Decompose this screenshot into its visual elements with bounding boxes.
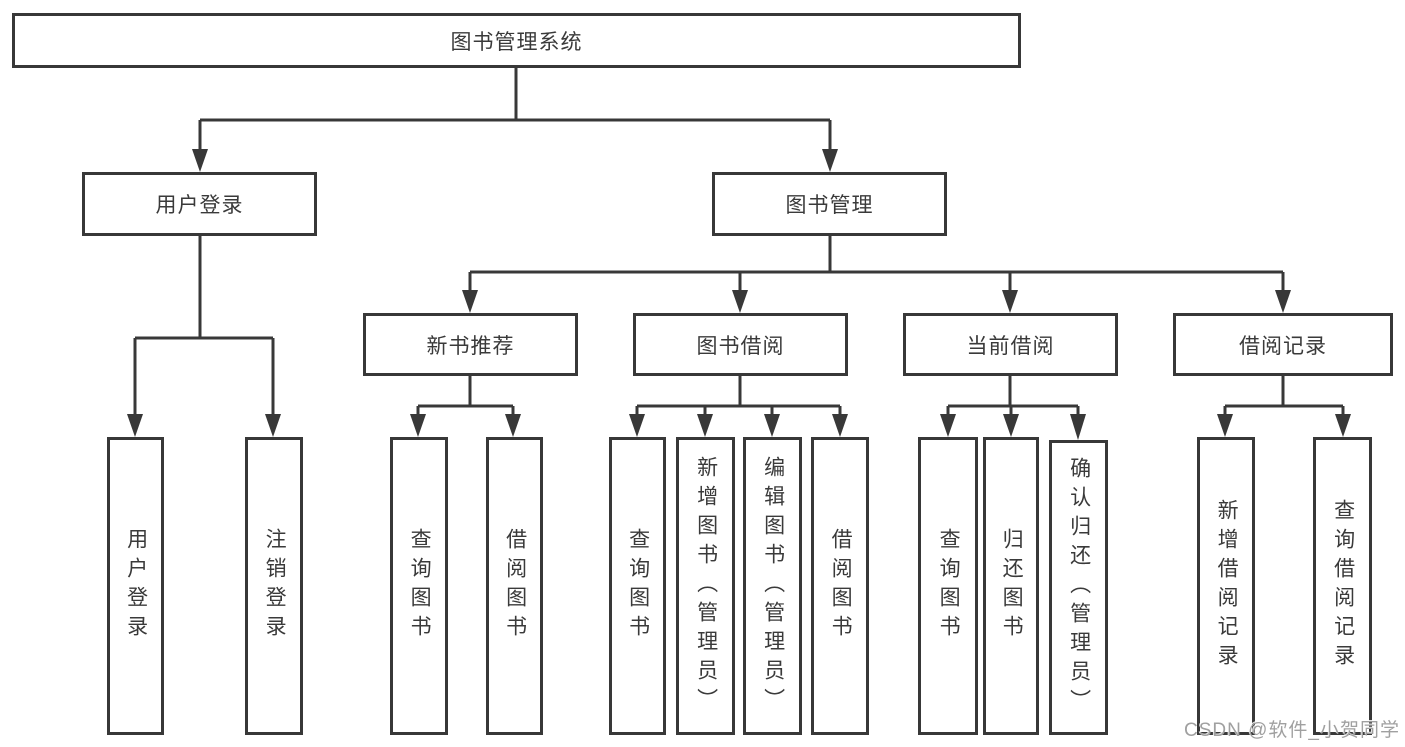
node-new-book-recommend: 新书推荐 [363,313,578,376]
node-user-login-label: 用户登录 [155,194,244,217]
leaf-borrow-query-books: 查询图书 [609,437,666,735]
leaf-recommend-borrow-books: 借阅图书 [486,437,543,735]
leaf-recommend-query-books: 查询图书 [390,437,448,735]
node-borrow-records-label: 借阅记录 [1239,334,1327,358]
leaf-current-query-books-label: 查询图书 [937,528,961,644]
node-borrow-records: 借阅记录 [1173,313,1393,376]
node-book-management-label: 图书管理 [785,194,874,217]
node-book-management: 图书管理 [712,172,947,236]
node-book-borrow: 图书借阅 [633,313,848,376]
leaf-query-borrow-record: 查询借阅记录 [1313,437,1372,735]
leaf-borrow-books: 借阅图书 [811,437,869,735]
node-book-borrow-label: 图书借阅 [696,334,785,358]
leaf-confirm-return-admin-label: 确认归还（管理员） [1067,457,1091,718]
leaf-add-books-admin-label: 新增图书（管理员） [694,455,718,717]
node-current-borrow: 当前借阅 [903,313,1118,376]
leaf-add-borrow-record: 新增借阅记录 [1197,437,1255,735]
leaf-user-login: 用户登录 [107,437,164,735]
leaf-borrow-query-books-label: 查询图书 [626,528,650,644]
leaf-query-borrow-record-label: 查询借阅记录 [1331,499,1355,673]
watermark: CSDN @软件_小贺同学 [1184,720,1400,741]
leaf-edit-books-admin-label: 编辑图书（管理员） [761,455,785,717]
leaf-current-query-books: 查询图书 [918,437,978,735]
node-root: 图书管理系统 [12,13,1021,68]
node-new-book-recommend-label: 新书推荐 [426,334,515,358]
leaf-return-books: 归还图书 [983,437,1039,735]
node-root-label: 图书管理系统 [450,30,583,54]
leaf-logout-label: 注销登录 [263,528,287,644]
leaf-return-books-label: 归还图书 [1000,528,1024,644]
leaf-user-login-label: 用户登录 [124,528,148,644]
leaf-recommend-borrow-books-label: 借阅图书 [503,528,527,644]
leaf-add-books-admin: 新增图书（管理员） [676,437,735,735]
leaf-add-borrow-record-label: 新增借阅记录 [1215,499,1239,673]
leaf-logout: 注销登录 [245,437,303,735]
node-current-borrow-label: 当前借阅 [966,334,1055,358]
leaf-confirm-return-admin: 确认归还（管理员） [1049,440,1108,735]
leaf-recommend-query-books-label: 查询图书 [408,528,432,644]
node-user-login: 用户登录 [82,172,317,236]
leaf-borrow-books-label: 借阅图书 [829,528,853,644]
leaf-edit-books-admin: 编辑图书（管理员） [743,437,802,735]
